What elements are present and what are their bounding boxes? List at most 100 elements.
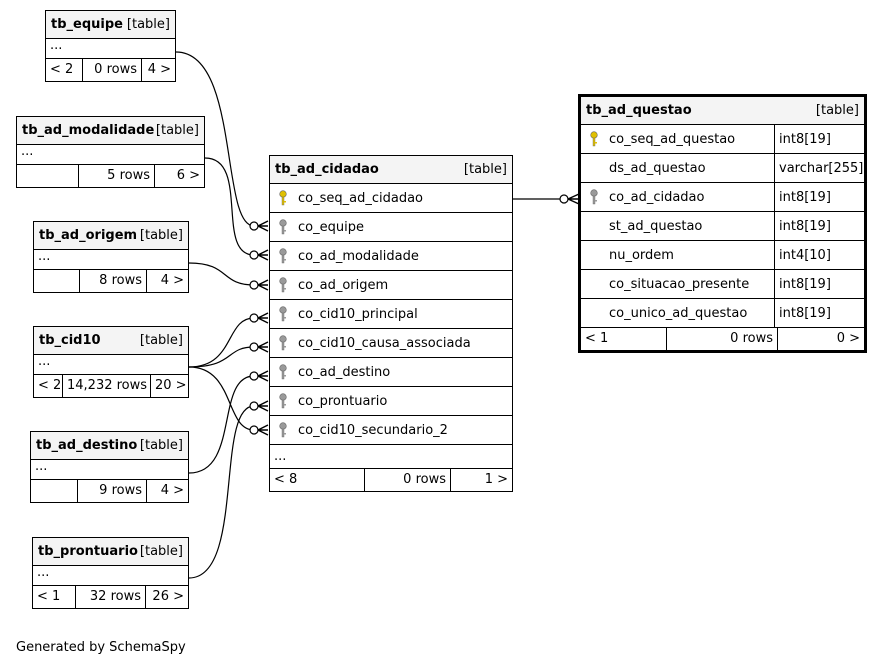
child-count: 26 > [145,586,188,608]
table-footer: < 2 0 rows 4 > [46,59,175,81]
table-name[interactable]: tb_prontuario [38,544,138,559]
crowfoot-marker [567,193,580,205]
column-name-cell: co_cid10_secundario_2 [270,416,512,444]
column-row[interactable]: co_cid10_principal [270,300,512,329]
column-type: int8[19] [774,212,864,240]
table-name[interactable]: tb_ad_modalidade [22,123,155,138]
table-tb_equipe[interactable]: tb_equipe [table] ... < 2 0 rows 4 > [45,10,176,82]
column-name[interactable]: co_situacao_presente [609,276,750,292]
column-name-cell: co_ad_origem [270,271,512,299]
relation-line-equipe [175,51,255,227]
table-name[interactable]: tb_ad_destino [36,438,138,453]
column-name[interactable]: co_ad_origem [298,277,389,293]
foreign-key-icon [278,393,298,409]
column-row[interactable]: co_seq_ad_cidadao [270,184,512,213]
optional-marker [249,280,259,290]
child-count: 4 > [141,59,175,81]
table-footer: 5 rows 6 > [17,165,204,187]
column-row[interactable]: co_ad_origem [270,271,512,300]
table-ellipsis: ... [31,460,188,480]
table-name[interactable]: tb_ad_origem [39,228,138,243]
child-count: 4 > [146,480,188,502]
table-type: [table] [139,544,183,559]
column-name-cell: nu_ordem [581,241,774,269]
table-tb_ad_destino[interactable]: tb_ad_destino [table] ... 9 rows 4 > [30,431,189,503]
column-row[interactable]: co_prontuario [270,387,512,416]
table-tb_ad_origem[interactable]: tb_ad_origem [table] ... 8 rows 4 > [33,221,189,293]
table-tb_cid10[interactable]: tb_cid10 [table] ... < 2 14,232 rows 20 … [33,326,189,398]
crowfoot-marker [257,312,269,324]
relation-line-modalidade [204,157,255,256]
column-name[interactable]: co_cid10_principal [298,306,418,322]
table-ellipsis: ... [46,39,175,59]
optional-marker [249,401,259,411]
foreign-key-icon [278,422,298,438]
parent-count: < 2 [38,378,62,393]
child-count: 4 > [146,270,188,292]
generated-by-label: Generated by SchemaSpy [16,640,186,655]
relation-line-cid10-principal [188,317,255,368]
table-ellipsis: ... [270,445,512,469]
relation-line-cid10-secundario [188,366,255,431]
column-name[interactable]: ds_ad_questao [609,160,706,176]
column-name[interactable]: co_ad_cidadao [609,189,705,205]
row-count: 9 rows [77,480,146,502]
row-count: 0 rows [82,59,141,81]
table-ellipsis: ... [33,566,188,586]
row-count: 0 rows [364,469,450,491]
table-header: tb_prontuario [table] [33,538,188,566]
table-type: [table] [155,123,199,138]
column-row[interactable]: co_ad_modalidade [270,242,512,271]
column-name[interactable]: co_cid10_causa_associada [298,335,471,351]
column-name-cell: co_unico_ad_questao [581,299,774,327]
column-name[interactable]: nu_ordem [609,247,674,263]
column-name[interactable]: st_ad_questao [609,218,703,234]
child-count: 0 > [777,328,864,350]
column-row[interactable]: st_ad_questao int8[19] [581,212,864,241]
table-header: tb_equipe [table] [46,11,175,39]
table-tb_prontuario[interactable]: tb_prontuario [table] ... < 1 32 rows 26… [32,537,189,609]
table-type: [table] [139,438,183,453]
table-name[interactable]: tb_equipe [51,17,123,32]
column-name[interactable]: co_prontuario [298,393,388,409]
primary-key-icon [589,131,609,147]
column-row[interactable]: co_ad_destino [270,358,512,387]
table-name[interactable]: tb_ad_questao [586,103,692,118]
table-header: tb_ad_destino [table] [31,432,188,460]
column-name[interactable]: co_seq_ad_cidadao [298,190,423,206]
column-row[interactable]: nu_ordem int4[10] [581,241,864,270]
column-row[interactable]: co_cid10_secundario_2 [270,416,512,445]
column-row[interactable]: co_equipe [270,213,512,242]
parent-count [34,270,79,292]
optional-marker [249,425,259,435]
column-name[interactable]: co_unico_ad_questao [609,305,748,321]
row-count: 5 rows [78,165,154,187]
column-name-cell: st_ad_questao [581,212,774,240]
crowfoot-marker [257,249,269,261]
column-name[interactable]: co_cid10_secundario_2 [298,422,448,438]
relation-line-cid10-causa [188,346,255,368]
column-name[interactable]: co_ad_modalidade [298,248,419,264]
column-name[interactable]: co_seq_ad_questao [609,131,736,147]
table-name[interactable]: tb_ad_cidadao [275,162,379,177]
column-type: int4[10] [774,241,864,269]
column-name-cell: co_situacao_presente [581,270,774,298]
table-type: [table] [126,17,170,32]
crowfoot-marker [257,424,269,436]
optional-marker [559,194,569,204]
column-name[interactable]: co_ad_destino [298,364,391,380]
table-name[interactable]: tb_cid10 [39,333,101,348]
column-row[interactable]: co_cid10_causa_associada [270,329,512,358]
table-tb_ad_modalidade[interactable]: tb_ad_modalidade [table] ... 5 rows 6 > [16,116,205,188]
child-count: 1 > [450,469,512,491]
table-header: tb_ad_origem [table] [34,222,188,250]
column-name[interactable]: co_equipe [298,219,364,235]
